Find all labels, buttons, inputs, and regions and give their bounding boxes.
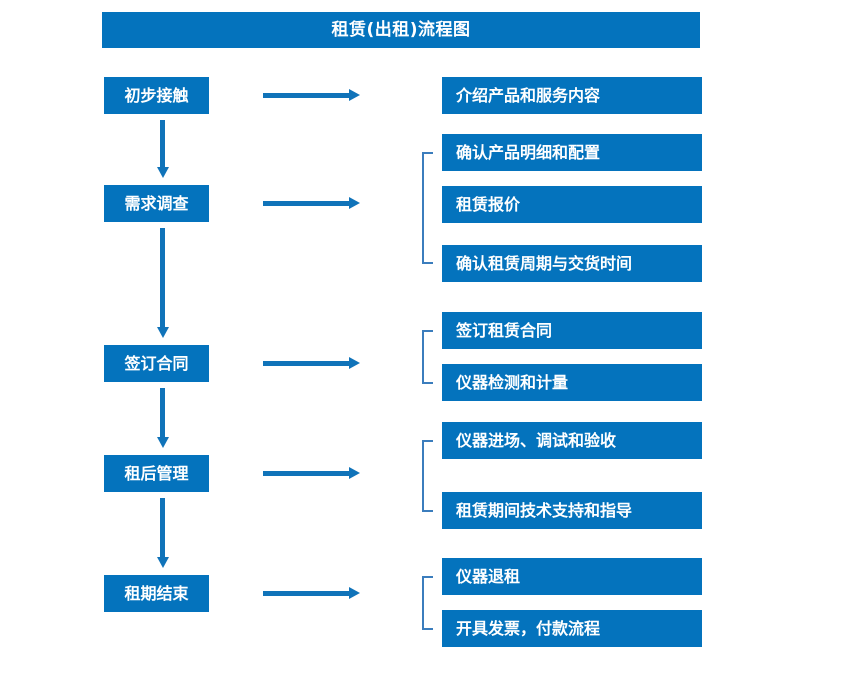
detail-label-3: 租赁报价	[456, 194, 521, 214]
detail-label-9: 仪器退租	[456, 566, 521, 586]
right-arrow-stage4	[263, 465, 362, 481]
arrow-head	[349, 89, 360, 101]
detail-label-8: 租赁期间技术支持和指导	[456, 500, 633, 520]
detail-label-2: 确认产品明细和配置	[456, 142, 601, 162]
stage-label-2: 需求调查	[124, 193, 189, 213]
detail-box-5[interactable]: 签订租赁合同	[442, 312, 702, 349]
arrow-shaft	[263, 201, 351, 206]
group-bracket-stage5	[422, 576, 433, 630]
detail-box-1[interactable]: 介绍产品和服务内容	[442, 77, 702, 114]
chart-title: 租赁(出租)流程图	[331, 19, 471, 40]
detail-box-4[interactable]: 确认租赁周期与交货时间	[442, 245, 702, 282]
detail-box-3[interactable]: 租赁报价	[442, 186, 702, 223]
detail-box-6[interactable]: 仪器检测和计量	[442, 364, 702, 401]
arrow-head	[349, 587, 360, 599]
detail-box-9[interactable]: 仪器退租	[442, 558, 702, 595]
right-arrow-stage5	[263, 585, 362, 601]
stage-box-1[interactable]: 初步接触	[104, 77, 209, 114]
arrow-shaft	[263, 93, 351, 98]
group-bracket-stage4	[422, 440, 433, 512]
arrow-shaft	[160, 388, 165, 437]
detail-label-10: 开具发票，付款流程	[456, 618, 601, 638]
detail-label-5: 签订租赁合同	[456, 320, 553, 340]
detail-label-6: 仪器检测和计量	[456, 372, 569, 392]
detail-label-7: 仪器进场、调试和验收	[456, 430, 617, 450]
arrow-head	[349, 467, 360, 479]
stage-label-4: 租后管理	[124, 463, 189, 483]
group-bracket-stage3	[422, 330, 433, 384]
arrow-shaft	[160, 120, 165, 167]
stage-box-4[interactable]: 租后管理	[104, 455, 209, 492]
detail-box-10[interactable]: 开具发票，付款流程	[442, 610, 702, 647]
right-arrow-stage2	[263, 195, 362, 211]
arrow-head	[157, 167, 169, 178]
chart-title-bar: 租赁(出租)流程图	[102, 12, 700, 48]
arrow-head	[157, 437, 169, 448]
arrow-shaft	[160, 228, 165, 327]
arrow-head	[349, 357, 360, 369]
detail-label-4: 确认租赁周期与交货时间	[456, 253, 633, 273]
arrow-shaft	[263, 361, 351, 366]
arrow-shaft	[263, 471, 351, 476]
detail-box-8[interactable]: 租赁期间技术支持和指导	[442, 492, 702, 529]
down-arrow-stage3-to-stage4	[155, 388, 171, 448]
arrow-head	[157, 557, 169, 568]
stage-label-3: 签订合同	[124, 353, 189, 373]
arrow-shaft	[263, 591, 351, 596]
stage-label-1: 初步接触	[124, 85, 189, 105]
right-arrow-stage3	[263, 355, 362, 371]
down-arrow-stage4-to-stage5	[155, 498, 171, 568]
stage-label-5: 租期结束	[124, 583, 189, 603]
arrow-head	[349, 197, 360, 209]
arrow-shaft	[160, 498, 165, 557]
down-arrow-stage2-to-stage3	[155, 228, 171, 338]
arrow-head	[157, 327, 169, 338]
stage-box-5[interactable]: 租期结束	[104, 575, 209, 612]
detail-label-1: 介绍产品和服务内容	[456, 85, 601, 105]
detail-box-2[interactable]: 确认产品明细和配置	[442, 134, 702, 171]
down-arrow-stage1-to-stage2	[155, 120, 171, 178]
detail-box-7[interactable]: 仪器进场、调试和验收	[442, 422, 702, 459]
stage-box-3[interactable]: 签订合同	[104, 345, 209, 382]
group-bracket-stage2	[422, 152, 433, 264]
right-arrow-stage1	[263, 87, 362, 103]
stage-box-2[interactable]: 需求调查	[104, 185, 209, 222]
